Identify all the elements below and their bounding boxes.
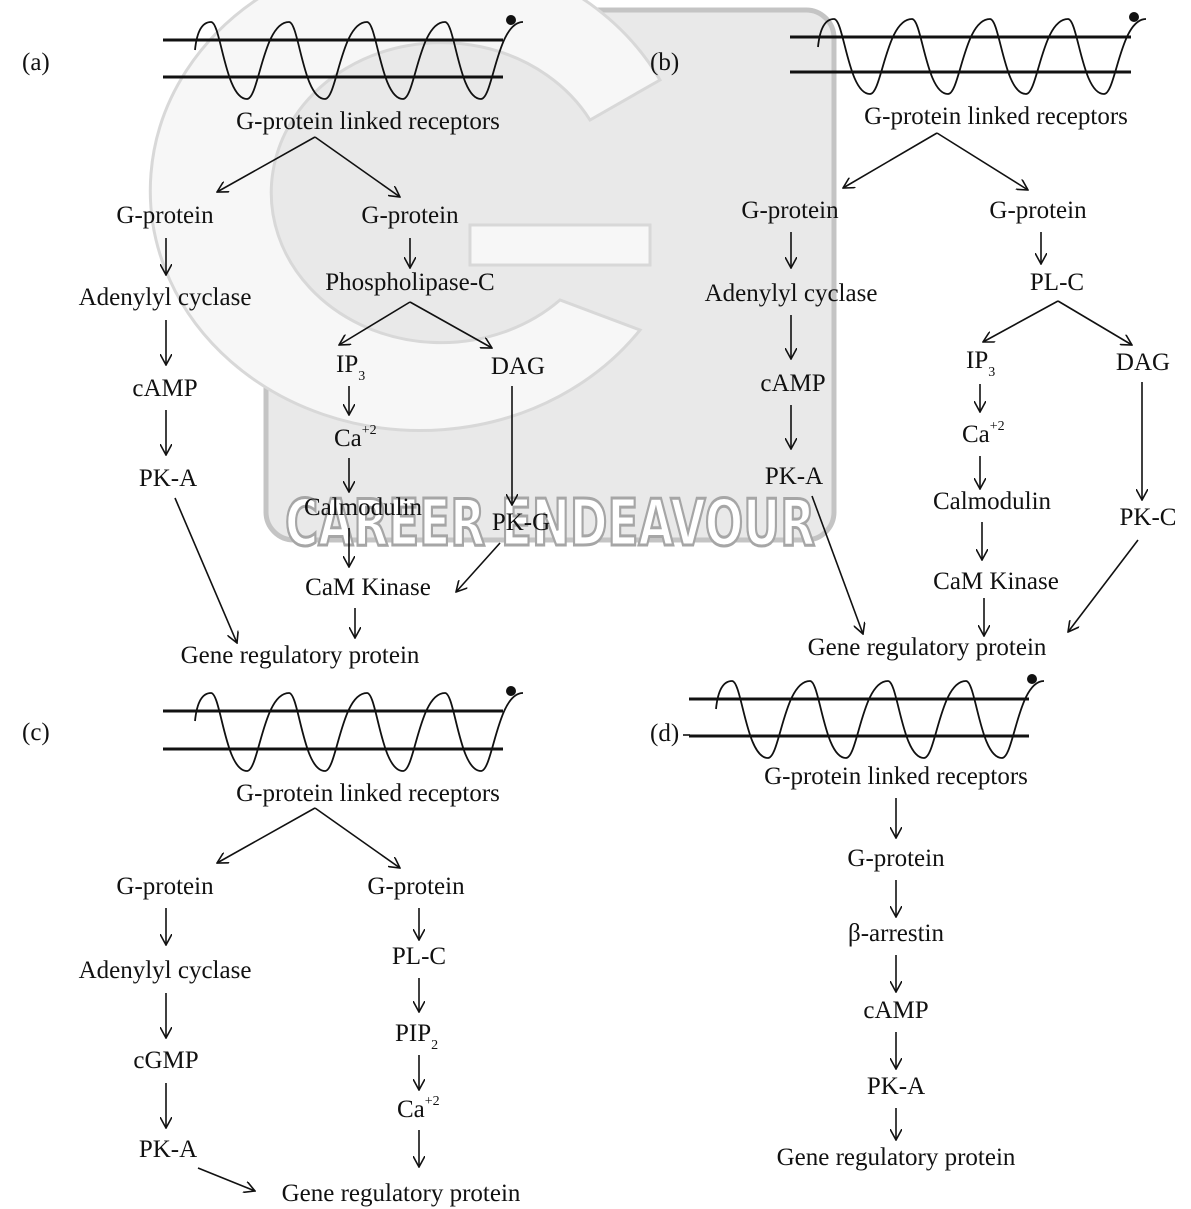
b-arrow-plc-ip3 xyxy=(983,301,1058,342)
b-pk: PK-C xyxy=(1120,504,1177,531)
a-calmodulin: Calmodulin xyxy=(304,494,423,521)
b-ip3-base: IP xyxy=(966,347,988,374)
b-ligand-dot xyxy=(1129,12,1139,22)
d-gprotein: G-protein xyxy=(847,845,945,872)
c-ligand-dot xyxy=(506,686,516,696)
a-left-enzyme: Adenylyl cyclase xyxy=(79,284,252,311)
b-arrow-receptor-left xyxy=(843,133,937,188)
c-panel-label: (c) xyxy=(22,719,50,746)
d-panel-label: (d) xyxy=(650,720,679,747)
c-calcium-superscript: +2 xyxy=(425,1094,440,1109)
b-ip3: IP3 xyxy=(966,347,995,380)
c-left-gprotein: G-protein xyxy=(116,873,214,900)
b-ip3-subscript: 3 xyxy=(988,365,995,380)
c-right-gprotein: G-protein xyxy=(367,873,465,900)
b-right-enzyme: PL-C xyxy=(1030,269,1084,296)
b-calcium-base: Ca xyxy=(962,421,990,448)
b-arrow-receptor-right xyxy=(937,133,1028,190)
a-ip3-base: IP xyxy=(336,351,358,378)
c-calcium: Ca+2 xyxy=(397,1094,440,1123)
c-gene-regulatory-protein: Gene regulatory protein xyxy=(282,1180,521,1207)
d-kinase: PK-A xyxy=(867,1073,925,1100)
a-receptor-label: G-protein linked receptors xyxy=(236,108,500,135)
b-left-enzyme: Adenylyl cyclase xyxy=(705,280,878,307)
b-calcium-superscript: +2 xyxy=(990,419,1005,434)
b-gene-regulatory-protein: Gene regulatory protein xyxy=(808,634,1047,661)
b-left-gprotein: G-protein xyxy=(741,197,839,224)
c-arrow-receptor-right xyxy=(315,808,400,868)
c-receptor-label: G-protein linked receptors xyxy=(236,780,500,807)
b-receptor-helix xyxy=(818,19,1146,94)
d-receptor-label: G-protein linked receptors xyxy=(764,763,1028,790)
c-right-enzyme: PL-C xyxy=(392,943,446,970)
d-membrane-receptor xyxy=(689,674,1044,758)
c-arrow-left-4 xyxy=(198,1168,255,1191)
b-panel-label: (b) xyxy=(650,49,679,76)
b-receptor-label: G-protein linked receptors xyxy=(864,103,1128,130)
b-cam-kinase: CaM Kinase xyxy=(933,568,1059,595)
b-left-kinase: PK-A xyxy=(765,463,823,490)
b-arrow-left-4 xyxy=(812,496,863,634)
c-pip2-base: PIP xyxy=(395,1020,431,1047)
a-ligand-dot xyxy=(506,15,516,25)
c-pip2-subscript: 2 xyxy=(431,1038,438,1053)
c-left-messenger: cGMP xyxy=(133,1047,198,1074)
a-panel-label: (a) xyxy=(22,49,50,76)
b-arrow-pk-gene xyxy=(1068,540,1138,632)
c-membrane-receptor xyxy=(163,686,523,771)
a-dag: DAG xyxy=(491,353,545,380)
b-calmodulin: Calmodulin xyxy=(933,488,1052,515)
d-ligand-dot xyxy=(1027,674,1037,684)
d-gene-regulatory-protein: Gene regulatory protein xyxy=(777,1144,1016,1171)
a-calcium-superscript: +2 xyxy=(362,423,377,438)
c-arrow-receptor-left xyxy=(217,808,315,863)
b-membrane-receptor xyxy=(790,12,1146,94)
b-calcium: Ca+2 xyxy=(962,419,1005,448)
a-calcium-base: Ca xyxy=(334,425,362,452)
c-left-kinase: PK-A xyxy=(139,1136,197,1163)
b-dag: DAG xyxy=(1116,349,1170,376)
d-messenger: cAMP xyxy=(863,997,928,1024)
c-calcium-base: Ca xyxy=(397,1096,425,1123)
c-left-enzyme: Adenylyl cyclase xyxy=(79,957,252,984)
b-right-gprotein: G-protein xyxy=(989,197,1087,224)
a-left-messenger: cAMP xyxy=(132,375,197,402)
a-right-gprotein: G-protein xyxy=(361,202,459,229)
b-left-messenger: cAMP xyxy=(760,370,825,397)
d-receptor-helix xyxy=(716,681,1044,758)
d-beta-arrestin: β-arrestin xyxy=(848,920,945,947)
a-gene-regulatory-protein: Gene regulatory protein xyxy=(181,642,420,669)
a-cam-kinase: CaM Kinase xyxy=(305,574,431,601)
c-receptor-helix xyxy=(195,693,523,771)
a-pk: PK-G xyxy=(492,509,550,536)
a-ip3-subscript: 3 xyxy=(358,369,365,384)
a-arrow-left-4 xyxy=(175,498,237,643)
a-right-enzyme: Phospholipase-C xyxy=(325,269,494,296)
a-left-gprotein: G-protein xyxy=(116,202,214,229)
a-left-kinase: PK-A xyxy=(139,465,197,492)
b-arrow-plc-dag xyxy=(1058,301,1132,345)
c-pip2: PIP2 xyxy=(395,1020,438,1053)
watermark-emblem-bar xyxy=(470,225,650,265)
